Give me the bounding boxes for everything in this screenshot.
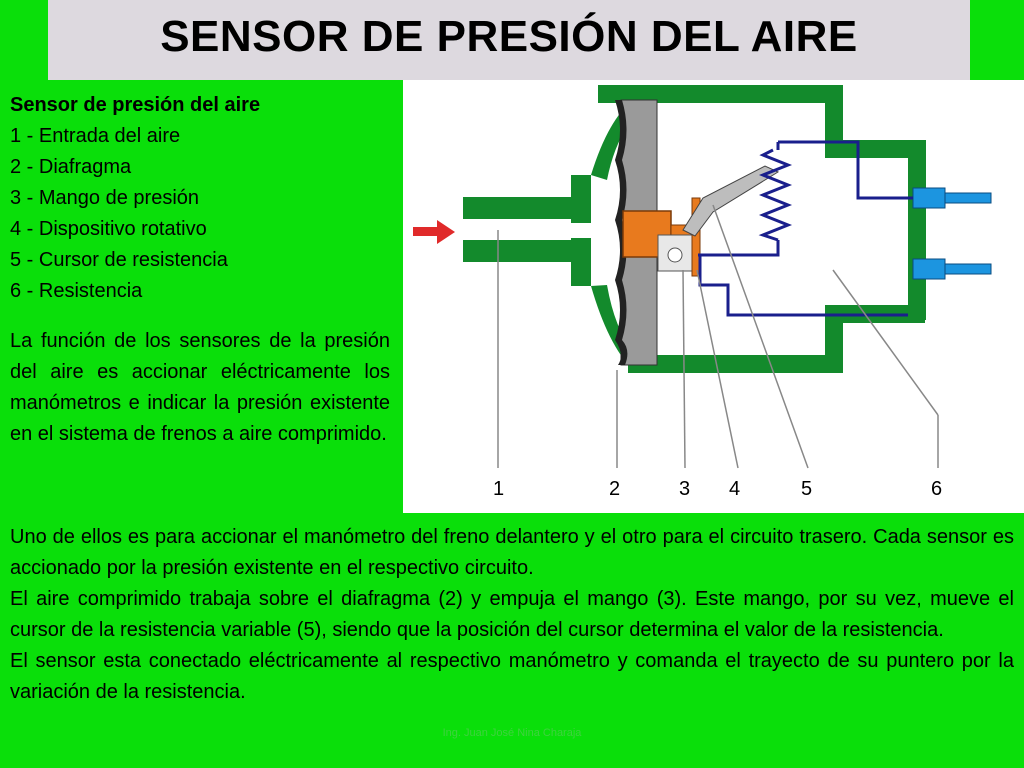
legend-heading: Sensor de presión del aire xyxy=(10,94,261,116)
resistance-cursor xyxy=(682,165,780,237)
sensor-diagram: 1 2 3 4 5 6 xyxy=(403,80,1024,513)
terminal-lower xyxy=(912,258,992,280)
legend-item-3: 3 - Mango de presión xyxy=(10,187,200,209)
label-4: 4 xyxy=(729,478,740,500)
label-3: 3 xyxy=(679,478,690,500)
explanation-paragraph: Uno de ellos es para accionar el manómet… xyxy=(10,522,1014,708)
leader-lines xyxy=(497,204,939,469)
explanation-line-1: Uno de ellos es para accionar el manómet… xyxy=(10,526,1014,579)
label-5: 5 xyxy=(801,478,812,500)
sensor-housing xyxy=(463,85,926,373)
legend: Sensor de presión del aire 1 - Entrada d… xyxy=(10,90,390,307)
explanation-line-2: El aire comprimido trabaja sobre el diaf… xyxy=(10,588,1014,641)
air-inlet-arrow xyxy=(413,220,455,244)
page-title: SENSOR DE PRESIÓN DEL AIRE xyxy=(160,12,858,61)
terminal-upper xyxy=(912,187,992,209)
label-6: 6 xyxy=(931,478,942,500)
legend-item-2: 2 - Diafragma xyxy=(10,156,132,178)
rotary-device xyxy=(657,197,701,277)
function-paragraph: La función de los sensores de la presión… xyxy=(10,330,390,445)
footer-credit: Ing. Juan José Nina Charaja xyxy=(442,727,582,739)
title-bar: SENSOR DE PRESIÓN DEL AIRE xyxy=(48,0,970,80)
explanation-line-3: El sensor esta conectado eléctricamente … xyxy=(10,650,1014,703)
label-2: 2 xyxy=(609,478,620,500)
legend-item-5: 5 - Cursor de resistencia xyxy=(10,249,228,271)
legend-item-1: 1 - Entrada del aire xyxy=(10,125,181,147)
label-1: 1 xyxy=(493,478,504,500)
resistance-coil xyxy=(698,140,913,317)
legend-item-4: 4 - Dispositivo rotativo xyxy=(10,218,207,240)
legend-item-6: 6 - Resistencia xyxy=(10,280,143,302)
